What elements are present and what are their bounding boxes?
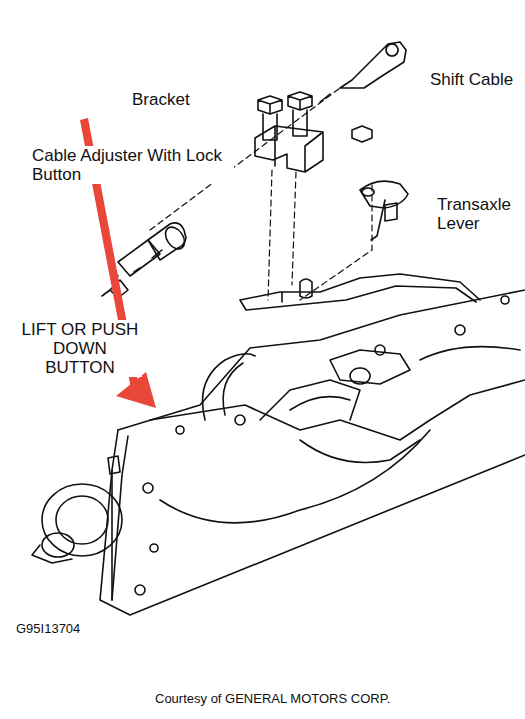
transaxle-housing (100, 290, 525, 615)
part-label: Bracket (130, 90, 192, 109)
housing-bolt (135, 296, 509, 595)
mounting-plate (240, 274, 480, 310)
transaxle-lever (360, 181, 408, 240)
part-label: Transaxle Lever (435, 195, 519, 233)
caption: Courtesy of GENERAL MOTORS CORP. (153, 691, 392, 707)
bracket-bolt (258, 92, 312, 140)
instruction-label: LIFT OR PUSH DOWN BUTTON (18, 320, 142, 377)
output-flange (32, 470, 122, 600)
figure-number: G95I13704 (14, 621, 82, 637)
shift-cable (320, 42, 406, 102)
part-label: Shift Cable (428, 70, 515, 89)
bracket (255, 126, 323, 172)
part-label: Cable Adjuster With Lock Button (30, 146, 234, 184)
